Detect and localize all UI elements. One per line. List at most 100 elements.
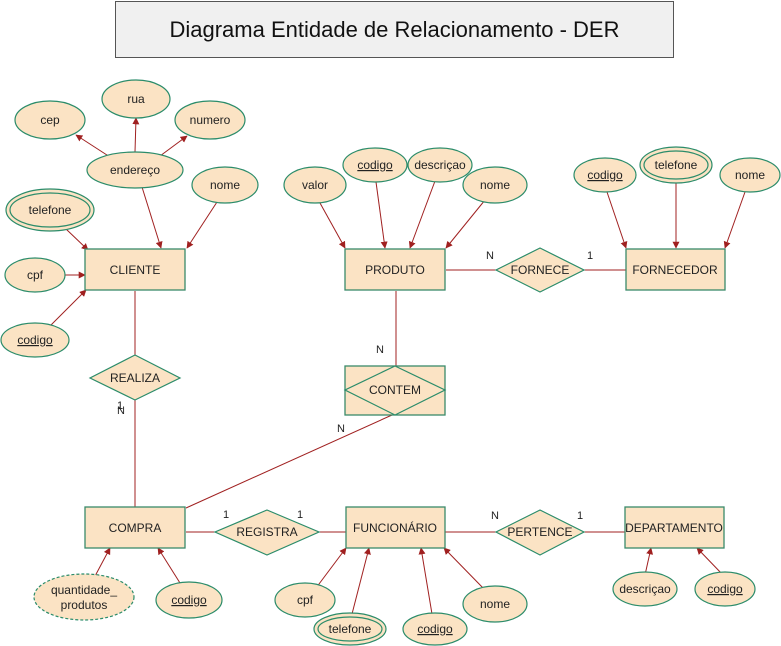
edge-codigo-cliente — [49, 289, 87, 327]
relationship-contem[interactable]: CONTEM — [343, 365, 447, 416]
attr-numero[interactable]: numero — [174, 100, 246, 140]
attr-rua-label: rua — [127, 92, 145, 106]
cardinality-labels: N 1 N N 1 N 1 1 N 1 — [117, 250, 593, 522]
attr-produto-valor-label: valor — [302, 178, 328, 192]
card-pertence-departamento: 1 — [577, 510, 583, 522]
attr-departamento-codigo-label: codigo — [707, 582, 743, 596]
attr-cep[interactable]: cep — [14, 100, 86, 140]
attr-departamento-codigo[interactable]: codigo — [694, 571, 756, 607]
card-realiza-compra: N — [117, 405, 125, 417]
attr-funcionario-telefone[interactable]: telefone — [313, 612, 387, 646]
relationship-realiza[interactable]: REALIZA — [88, 354, 182, 401]
attr-produto-codigo-label: codigo — [357, 158, 393, 172]
relationship-realiza-label: REALIZA — [110, 371, 160, 385]
entity-departamento-label: DEPARTAMENTO — [625, 521, 723, 535]
attr-cliente-telefone[interactable]: telefone — [5, 188, 95, 232]
relationship-pertence[interactable]: PERTENCE — [494, 509, 586, 556]
edge-descricao-produto — [408, 180, 436, 249]
entity-funcionario-label: FUNCIONÁRIO — [353, 520, 437, 535]
attr-funcionario-cpf[interactable]: cpf — [274, 582, 336, 618]
edge-codigo-produto — [375, 181, 388, 249]
attr-cep-label: cep — [40, 113, 60, 127]
attr-compra-quantidade[interactable]: quantidade_ produtos — [33, 573, 135, 621]
attr-funcionario-telefone-label: telefone — [329, 622, 372, 636]
edge-valor-produto — [319, 202, 346, 249]
attr-departamento-descricao-label: descriçao — [619, 582, 671, 596]
attr-cliente-codigo[interactable]: codigo — [0, 322, 70, 358]
attr-compra-quantidade-line1: quantidade_ — [51, 583, 117, 597]
attr-compra-codigo-label: codigo — [171, 593, 207, 607]
card-pertence-funcionario: N — [491, 510, 499, 522]
entity-departamento[interactable]: DEPARTAMENTO — [624, 506, 725, 549]
card-contem-produto: N — [376, 344, 384, 356]
entity-fornecedor[interactable]: FORNECEDOR — [625, 248, 726, 291]
diagram-title: Diagrama Entidade de Relacionamento - DE… — [115, 1, 674, 58]
attr-produto-nome[interactable]: nome — [462, 166, 528, 204]
attr-departamento-descricao[interactable]: descriçao — [612, 571, 678, 607]
relationship-fornece-label: FORNECE — [511, 263, 570, 277]
edge-cpf-funcionario — [315, 547, 347, 589]
attr-rua[interactable]: rua — [101, 79, 171, 119]
edge-endereco-cliente — [141, 186, 163, 249]
attr-produto-nome-label: nome — [480, 178, 510, 192]
attr-fornecedor-codigo-label: codigo — [587, 168, 623, 182]
edge-telefone-funcionario — [351, 547, 371, 615]
relationship-registra[interactable]: REGISTRA — [213, 509, 321, 556]
attr-endereco[interactable]: endereço — [86, 151, 184, 189]
edge-contem-compra — [185, 414, 393, 509]
attr-funcionario-codigo-label: codigo — [417, 622, 453, 636]
attr-funcionario-nome-label: nome — [480, 597, 510, 611]
attr-fornecedor-telefone-label: telefone — [655, 158, 698, 172]
card-registra-funcionario: 1 — [297, 509, 303, 521]
edges — [49, 117, 746, 615]
attr-numero-label: numero — [190, 113, 231, 127]
attr-endereco-label: endereço — [110, 163, 160, 177]
attr-fornecedor-codigo[interactable]: codigo — [573, 157, 637, 193]
card-fornece-produto: N — [486, 250, 494, 262]
attr-funcionario-cpf-label: cpf — [297, 593, 314, 607]
edge-descricao-departamento — [644, 547, 654, 576]
edge-telefone-cliente — [65, 228, 89, 251]
attr-produto-codigo[interactable]: codigo — [342, 147, 408, 183]
attr-produto-descricao[interactable]: descriçao — [407, 147, 473, 183]
edge-codigo-compra — [157, 547, 181, 584]
attr-cliente-telefone-label: telefone — [29, 203, 72, 217]
attr-cliente-codigo-label: codigo — [17, 333, 53, 347]
entity-cliente-label: CLIENTE — [110, 263, 161, 277]
attr-produto-valor[interactable]: valor — [283, 166, 347, 204]
card-realiza-cliente: 1 — [117, 400, 123, 412]
relationship-fornece[interactable]: FORNECE — [494, 247, 586, 293]
entity-cliente[interactable]: CLIENTE — [84, 248, 186, 291]
entity-fornecedor-label: FORNECEDOR — [632, 263, 718, 277]
attr-produto-descricao-label: descriçao — [414, 158, 466, 172]
attr-cliente-nome-label: nome — [210, 178, 240, 192]
entity-compra-label: COMPRA — [109, 521, 162, 535]
relationship-contem-label: CONTEM — [369, 383, 421, 397]
entity-produto-label: PRODUTO — [365, 263, 425, 277]
edge-endereco-cep — [75, 134, 111, 158]
card-registra-compra: 1 — [223, 509, 229, 521]
attr-cliente-cpf[interactable]: cpf — [4, 257, 66, 293]
attr-compra-quantidade-line2: produtos — [61, 598, 108, 612]
relationship-pertence-label: PERTENCE — [507, 525, 572, 539]
card-contem-compra: N — [337, 423, 345, 435]
attr-fornecedor-telefone[interactable]: telefone — [639, 146, 713, 184]
edge-nome-fornecedor — [723, 191, 746, 249]
edge-codigo-fornecedor — [606, 191, 628, 249]
relationship-registra-label: REGISTRA — [236, 525, 297, 539]
entity-funcionario[interactable]: FUNCIONÁRIO — [345, 506, 446, 549]
attr-funcionario-codigo[interactable]: codigo — [402, 612, 468, 646]
attr-cliente-nome[interactable]: nome — [191, 166, 259, 204]
edge-nome-funcionario — [443, 547, 486, 591]
attr-funcionario-nome[interactable]: nome — [462, 585, 528, 623]
edge-endereco-rua — [132, 117, 140, 153]
entity-produto[interactable]: PRODUTO — [344, 248, 446, 291]
attr-compra-codigo[interactable]: codigo — [155, 581, 223, 619]
card-fornece-fornecedor: 1 — [587, 250, 593, 262]
attr-fornecedor-nome-label: nome — [735, 168, 765, 182]
attr-fornecedor-nome[interactable]: nome — [719, 157, 781, 193]
edge-quantidade-compra — [93, 547, 111, 579]
edge-nome-cliente — [186, 201, 218, 249]
entity-compra[interactable]: COMPRA — [84, 506, 186, 549]
